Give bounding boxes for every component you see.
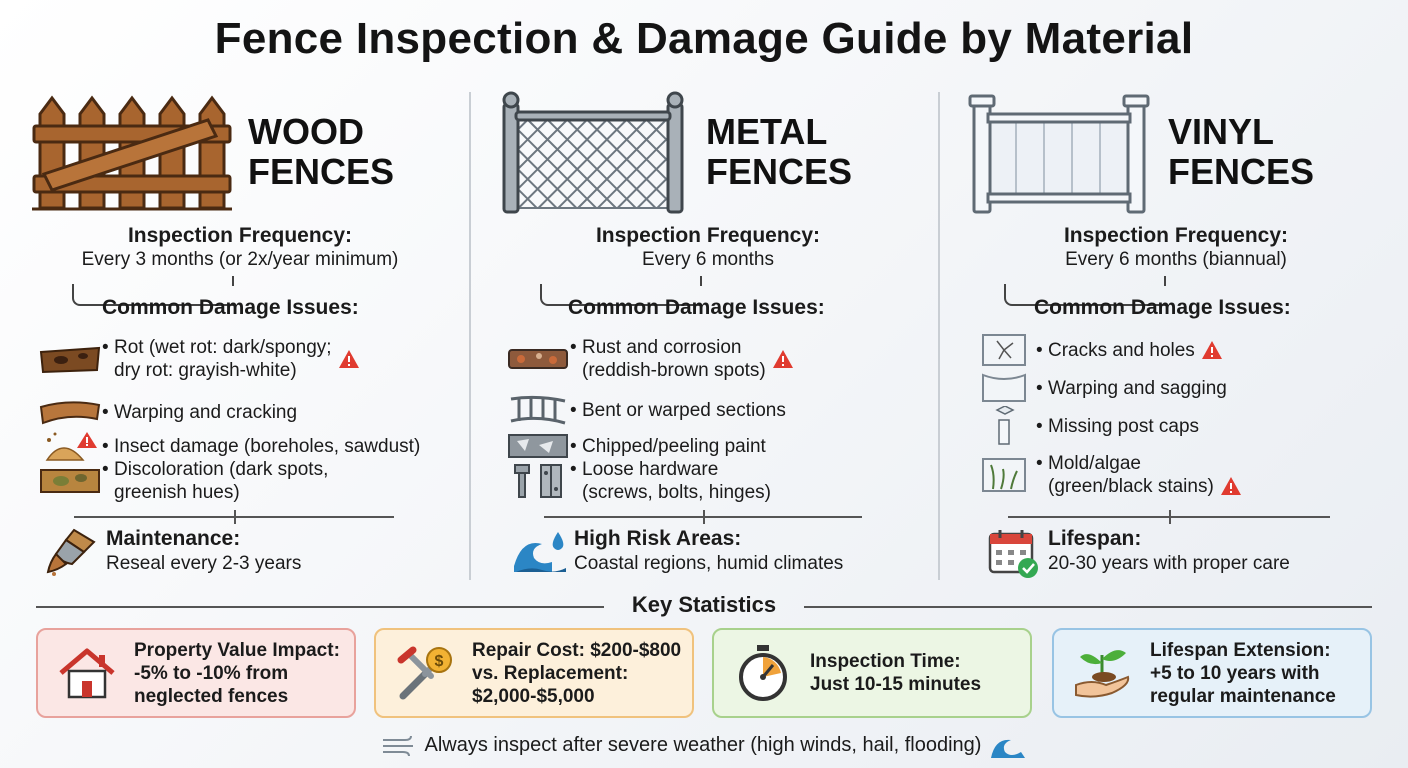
metal-issue: Chipped/peeling paint xyxy=(506,426,766,466)
vinyl-fence-icon xyxy=(968,94,1150,214)
vinyl-issue: Mold/algae(green/black stains) xyxy=(972,452,1242,498)
metal-heading: METAL FENCES xyxy=(706,111,853,192)
metal-issue: Bent or warped sections xyxy=(506,390,786,430)
vinyl-issue: Missing post caps xyxy=(972,406,1199,446)
seedling-hand-icon xyxy=(1075,650,1130,698)
peeling-paint-icon xyxy=(508,434,568,458)
warning-icon xyxy=(1201,341,1222,359)
metal-bracket xyxy=(540,276,702,306)
wood-fence-icon xyxy=(32,95,232,211)
cracked-panel-icon xyxy=(982,334,1026,366)
wave-droplet-icon xyxy=(514,532,566,572)
stopwatch-icon xyxy=(739,645,787,701)
bolt-hinge-icon xyxy=(514,464,562,498)
column-divider xyxy=(938,92,940,580)
stats-rule-right xyxy=(804,606,1372,608)
mold-panel-icon xyxy=(982,458,1026,492)
metal-separator xyxy=(544,510,862,524)
vinyl-separator xyxy=(1008,510,1330,524)
paintbrush-icon xyxy=(46,528,96,576)
vinyl-bracket xyxy=(1004,276,1166,306)
wave-icon xyxy=(991,739,1026,758)
stained-board-icon xyxy=(40,469,100,493)
wood-bracket xyxy=(72,276,234,306)
wood-issue: Discoloration (dark spots,greenish hues) xyxy=(38,458,328,504)
house-icon xyxy=(59,648,115,699)
weather-note: Always inspect after severe weather (hig… xyxy=(0,730,1408,760)
wood-issue: Rot (wet rot: dark/spongy;dry rot: grayi… xyxy=(38,336,360,382)
warning-icon xyxy=(1220,477,1241,495)
wood-maintenance: Maintenance: Reseal every 2-3 years xyxy=(44,526,301,581)
wood-heading: WOOD FENCES xyxy=(248,111,395,192)
wood-issue: Warping and cracking xyxy=(38,392,297,432)
chain-link-fence-icon xyxy=(502,91,684,214)
metal-inspection-frequency: Inspection Frequency: Every 6 months xyxy=(595,224,821,270)
vinyl-issue: Cracks and holes xyxy=(972,330,1223,370)
stats-rule-left xyxy=(36,606,604,608)
wind-icon xyxy=(382,735,413,756)
warped-plank-icon xyxy=(39,401,101,425)
bent-rail-icon xyxy=(510,395,566,425)
metal-high-risk-areas: High Risk Areas: Coastal regions, humid … xyxy=(512,526,843,579)
wrench-coin-icon: $ xyxy=(397,646,452,700)
vinyl-issue: Warping and sagging xyxy=(972,368,1227,408)
rusty-bar-icon xyxy=(508,349,568,369)
warning-icon xyxy=(338,350,359,368)
vinyl-heading: VINYL FENCES xyxy=(1168,111,1315,192)
wood-inspection-frequency: Inspection Frequency: Every 3 months (or… xyxy=(81,224,399,270)
svg-text:$: $ xyxy=(435,653,444,670)
metal-issue: Loose hardware(screws, bolts, hinges) xyxy=(506,458,771,504)
vinyl-damage-title: Common Damage Issues: xyxy=(1034,296,1291,319)
vinyl-inspection-frequency: Inspection Frequency: Every 6 months (bi… xyxy=(1063,224,1289,270)
rotted-wood-icon xyxy=(39,346,101,374)
vinyl-column: VINYL FENCES Inspection Frequency: Every… xyxy=(966,90,1406,586)
stat-card-inspection-time: Inspection Time:Just 10-15 minutes xyxy=(712,628,1032,718)
wood-separator xyxy=(74,510,394,524)
stats-title: Key Statistics xyxy=(631,592,777,617)
wood-column: WOOD FENCES Inspection Frequency: Every … xyxy=(30,90,470,586)
metal-damage-title: Common Damage Issues: xyxy=(568,296,825,319)
wood-damage-title: Common Damage Issues: xyxy=(102,296,359,319)
sagging-panel-icon xyxy=(982,373,1026,402)
wood-issue: Insect damage (boreholes, sawdust) xyxy=(38,426,420,466)
column-divider xyxy=(469,92,471,580)
metal-issue: Rust and corrosion(reddish-brown spots) xyxy=(506,336,794,382)
page-title: Fence Inspection & Damage Guide by Mater… xyxy=(214,14,1194,63)
vinyl-lifespan: Lifespan: 20-30 years with proper care xyxy=(986,526,1290,585)
warning-icon xyxy=(772,350,793,368)
sawdust-pile-icon xyxy=(45,432,97,461)
post-cap-icon xyxy=(995,406,1015,445)
metal-column: METAL FENCES Inspection Frequency: Every… xyxy=(498,90,938,586)
calendar-check-icon xyxy=(988,530,1038,578)
